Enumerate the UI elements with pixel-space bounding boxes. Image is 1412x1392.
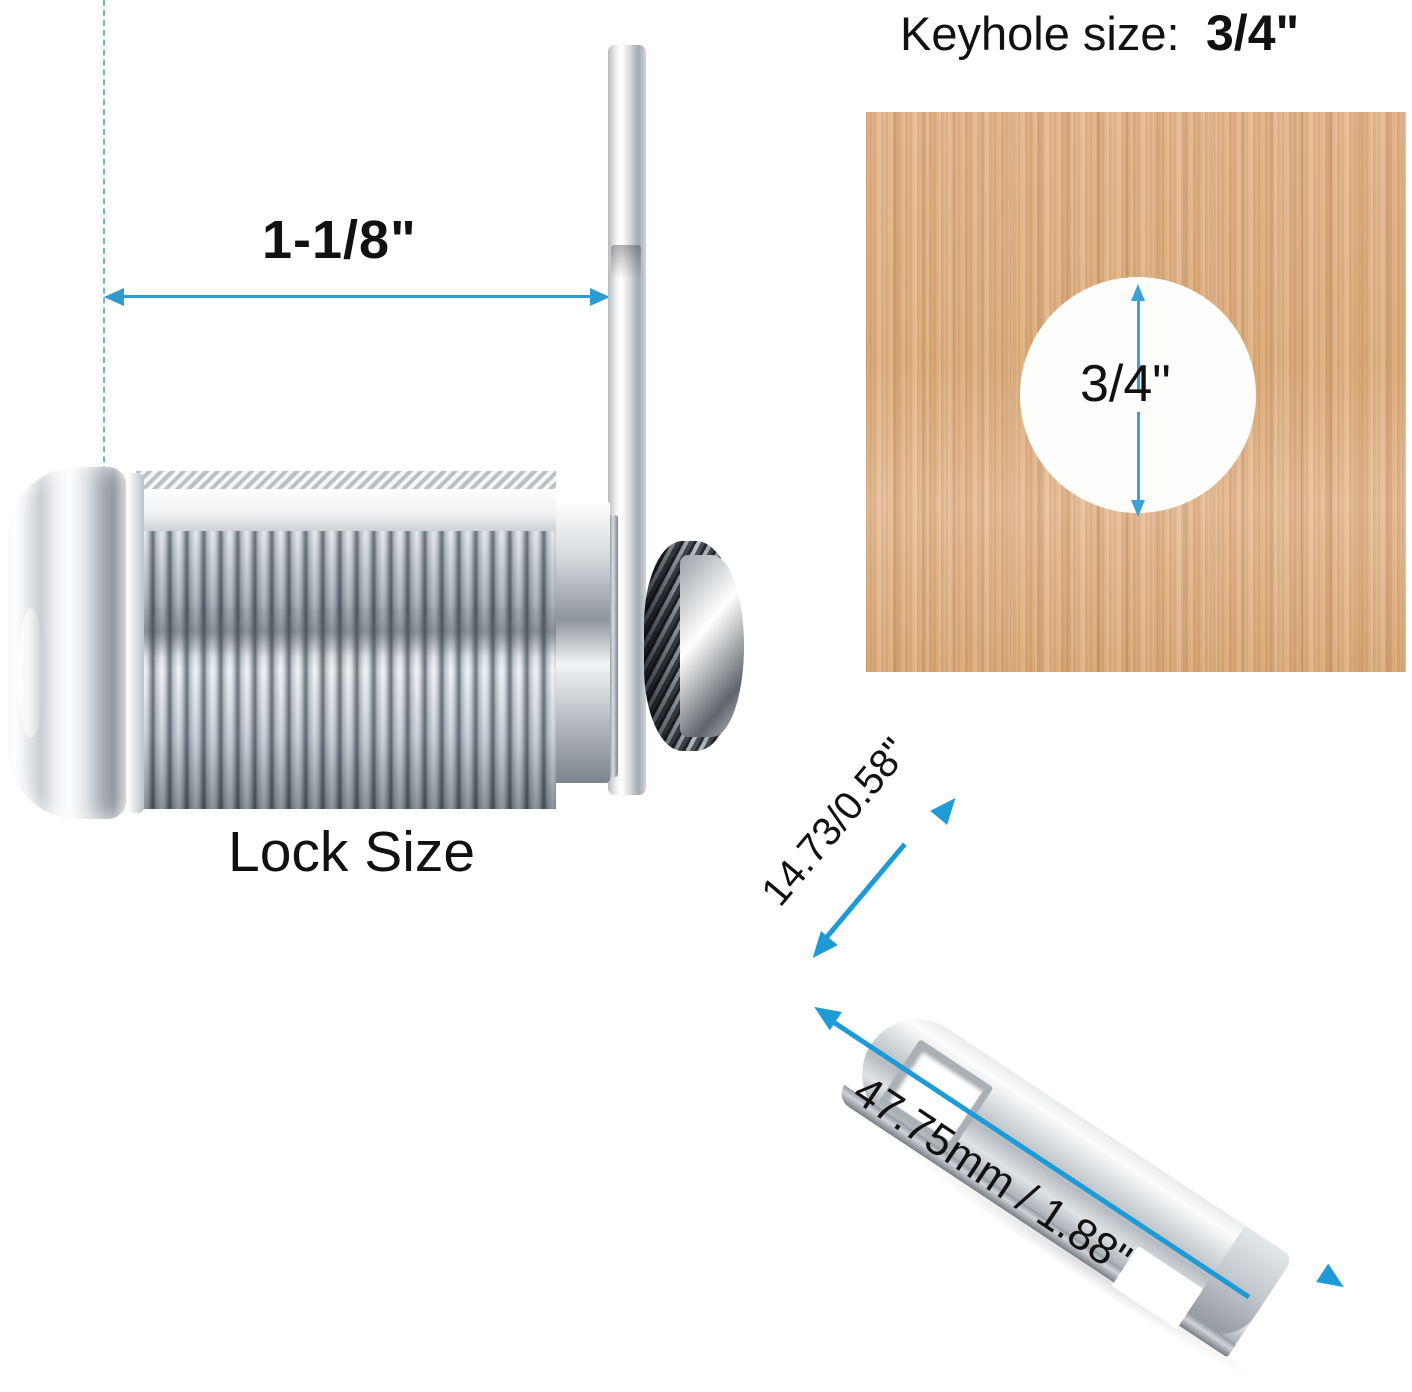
keyhole-heading-value: 3/4" (1206, 5, 1300, 61)
lock-left-guide-line (103, 0, 105, 492)
dimension-arrow-downright-icon (1316, 1263, 1350, 1297)
dimension-arrow-downleft-icon (804, 930, 838, 966)
keyhole-heading-prefix: Keyhole size: (900, 7, 1180, 60)
product-diagram: 1-1/8" Lock Size Keyhole size: 3/4" 3/4" (8, 0, 1406, 1392)
dome-cap (8, 467, 126, 819)
lock-width-dimension-label: 1-1/8" (262, 210, 417, 270)
cam-bar-image (835, 868, 1388, 1392)
mounting-nut (548, 501, 610, 783)
dimension-arrow-down-icon (1131, 500, 1145, 517)
wood-panel (866, 112, 1406, 672)
flat-washer (608, 515, 618, 777)
barrel-highlight-band (136, 489, 556, 531)
lock-size-caption: Lock Size (228, 820, 476, 884)
threaded-barrel (136, 477, 556, 809)
keyhole-heading: Keyhole size: 3/4" (900, 8, 1299, 58)
keyhole-diameter-label: 3/4" (1080, 355, 1171, 413)
spring-washer (680, 555, 744, 737)
dimension-arrow-upright-icon (930, 790, 964, 826)
dimension-arrow-up-icon (1131, 284, 1145, 301)
thread-crest-strip (136, 471, 556, 489)
dimension-arrow-right-icon (590, 288, 610, 306)
barrel-shadow-band (136, 605, 556, 657)
dimension-arrow-left-icon (104, 288, 124, 306)
cam-bar (834, 998, 1294, 1359)
cam-lock-body-image (8, 45, 768, 835)
